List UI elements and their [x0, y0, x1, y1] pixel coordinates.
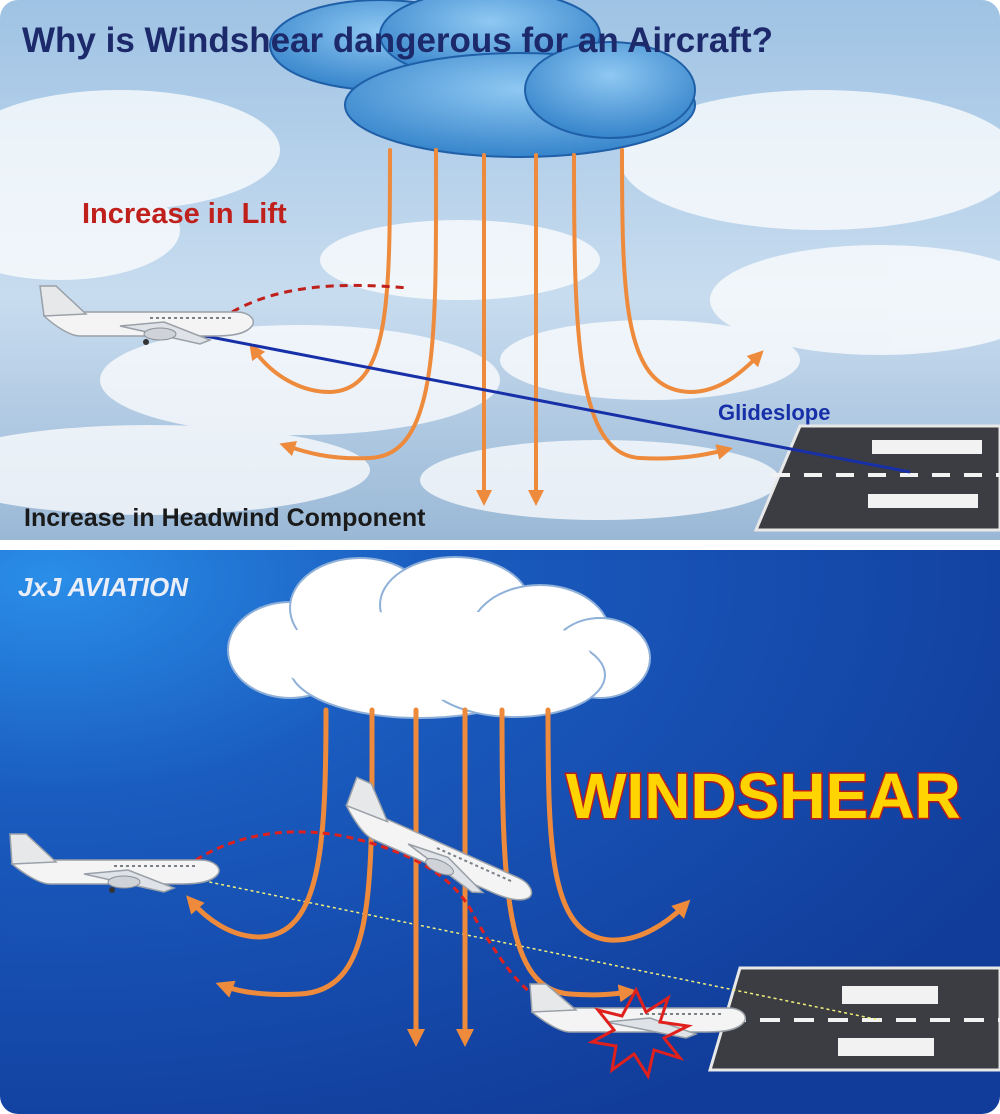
downburst-arrows: [249, 148, 764, 506]
wind-arrow-1: [249, 148, 392, 395]
wind-arrow-2: [279, 148, 439, 461]
flight-path: [195, 830, 531, 994]
bottom-diagram-svg: JxJ AVIATION WINDSHEAR: [0, 550, 1000, 1114]
lift-label: Increase in Lift: [82, 198, 287, 230]
background-clouds: [0, 90, 1000, 520]
glideslope-label: Glideslope: [718, 400, 830, 425]
brand-logo: JxJ AVIATION: [18, 572, 189, 602]
lift-trajectory: [231, 283, 409, 314]
airplane-icon: [39, 285, 254, 345]
top-diagram-svg: Why is Windshear dangerous for an Aircra…: [0, 0, 1000, 540]
airplane-approach-icon: [9, 833, 220, 893]
runway: [707, 966, 1000, 1072]
runway: [753, 424, 1000, 532]
top-diagram-panel: Why is Windshear dangerous for an Aircra…: [0, 0, 1000, 540]
wind-arrow-6: [620, 148, 764, 395]
airplane-lift-icon: [345, 776, 533, 901]
glideslope-line: [179, 875, 881, 1021]
wind-arrow-5: [499, 707, 637, 1003]
headwind-label: Increase in Headwind Component: [24, 504, 426, 532]
wind-arrow-6: [545, 707, 691, 943]
glideslope-line: [199, 333, 911, 474]
bottom-diagram-panel: JxJ AVIATION WINDSHEAR: [0, 550, 1000, 1114]
wind-arrow-1: [186, 707, 329, 940]
windshear-headline: WINDSHEAR: [566, 760, 961, 832]
storm-cloud: [269, 0, 696, 158]
white-cloud-fill: [270, 610, 590, 700]
impact-burst-icon: [587, 986, 693, 1080]
wind-arrow-5: [572, 153, 733, 461]
page-title: Why is Windshear dangerous for an Aircra…: [22, 21, 773, 60]
